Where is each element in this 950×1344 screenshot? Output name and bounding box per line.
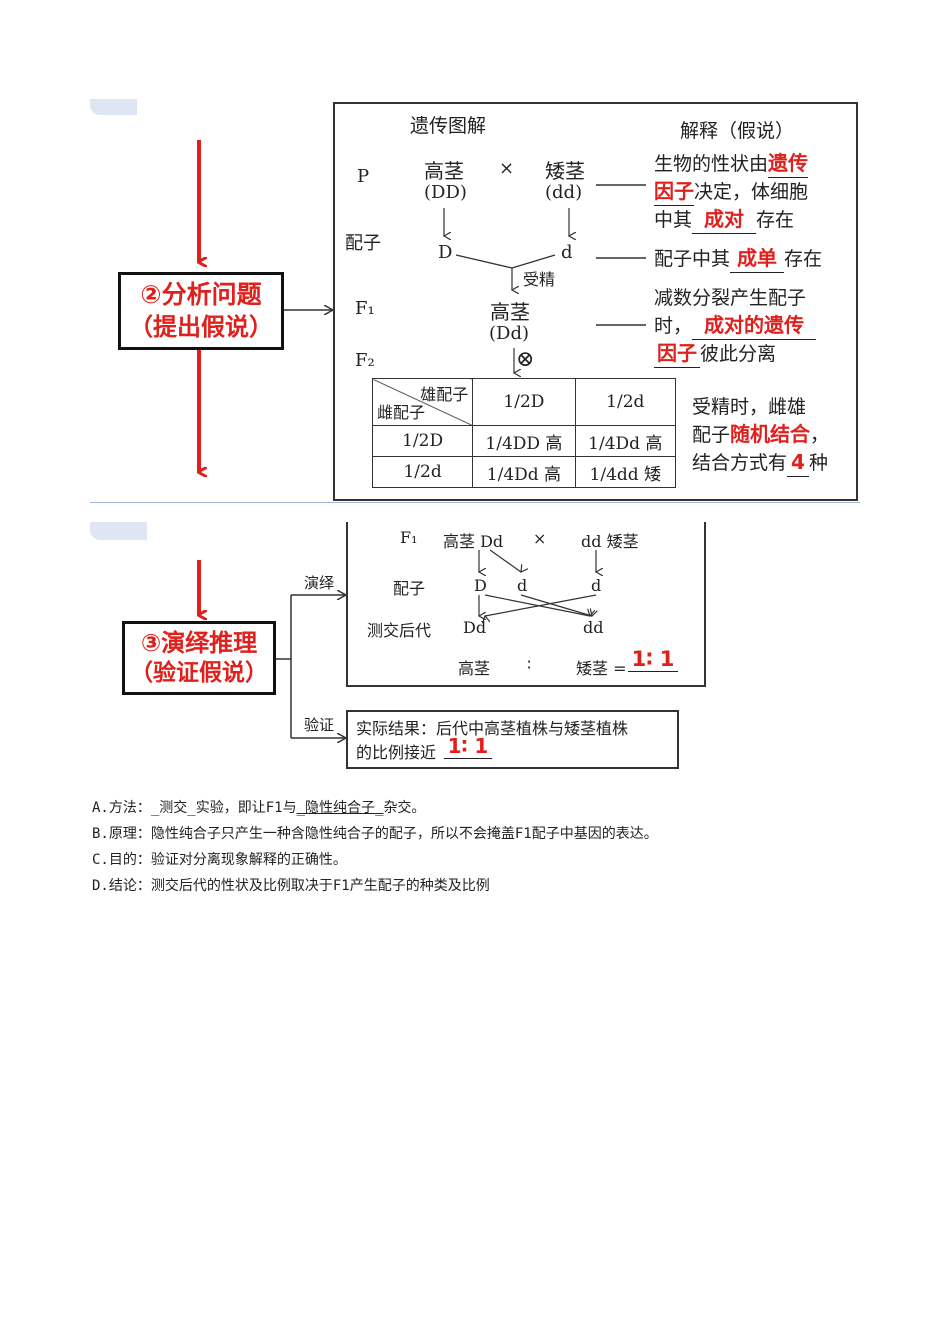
explanation-2: 配子中其成单存在 xyxy=(654,245,822,273)
row-label-f2: F₂ xyxy=(355,350,375,371)
step2-box: ②分析问题 （提出假说） xyxy=(118,272,284,350)
exp4-blank: 4 xyxy=(787,449,810,477)
punnett-corner: 雄配子 雌配子 xyxy=(371,378,474,426)
step3-subtitle: （验证假说） xyxy=(130,660,268,686)
header-male-gamete: 雄配子 xyxy=(420,385,469,404)
table-cell: 1/4Dd 高 xyxy=(472,456,576,488)
flow-arrows-step2 xyxy=(197,140,950,500)
exp3-text: 时， xyxy=(654,315,693,337)
ratio-value: 1∶ 1 xyxy=(628,647,678,672)
exp1-blank: 因子 xyxy=(654,178,694,206)
verification-panel xyxy=(346,710,679,769)
table-cell: 1/4Dd 高 xyxy=(574,425,677,457)
self-cross-icon: ⊗ xyxy=(516,347,535,372)
exp4-text: ， xyxy=(810,424,830,446)
note-a-underlined: _隐性纯合子_ xyxy=(296,800,384,816)
section-divider xyxy=(90,502,860,503)
explanation-3: 减数分裂产生配子 时，成对的遗传 因子彼此分离 xyxy=(654,285,817,368)
punnett-square: 雄配子 雌配子 1/2D 1/2d 1/2D 1/4DD 高 1/4Dd 高 1… xyxy=(371,378,677,488)
exp3-text: 彼此分离 xyxy=(700,343,777,365)
table-row: 1/2d 1/4Dd 高 1/4dd 矮 xyxy=(371,456,677,488)
note-a-prefix: A.方法：_测交_实验，即让F1与 xyxy=(92,800,297,816)
step2-title: ②分析问题 xyxy=(140,280,262,309)
step3-box: ③演绎推理 （验证假说） xyxy=(122,621,276,695)
cross-symbol: × xyxy=(499,158,515,179)
exp2-blank: 成单 xyxy=(730,245,785,273)
f1-genotype: (Dd) xyxy=(489,323,529,344)
note-a-suffix: 杂交。 xyxy=(383,800,426,816)
header-female-gamete: 雌配子 xyxy=(377,403,426,422)
verify-line-2: 的比例接近 xyxy=(356,743,437,762)
table-cell: 1/4DD 高 xyxy=(472,425,576,457)
testcross-gamete-d2: d xyxy=(591,576,602,595)
table-cell: 1/4dd 矮 xyxy=(574,456,677,488)
parent-dwarf-genotype: (dd) xyxy=(545,182,583,203)
exp3-text: 减数分裂产生配子 xyxy=(654,287,807,309)
f1-tall: 高茎 xyxy=(490,300,530,324)
exp1-text: 中其 xyxy=(654,209,693,231)
section-tab-decoration xyxy=(90,99,137,115)
testcross-gamete-D: D xyxy=(474,576,487,595)
branch-deduce-label: 演绎 xyxy=(304,574,335,592)
testcross-f1-right: dd 矮茎 xyxy=(581,532,639,551)
parent-tall: 高茎 xyxy=(424,159,464,183)
header-genetic-diagram: 遗传图解 xyxy=(410,115,487,137)
deduction-panel xyxy=(346,522,706,687)
ratio-dwarf: 矮茎 = xyxy=(576,659,627,678)
verify-value: 1∶ 1 xyxy=(444,734,492,759)
parent-tall-genotype: (DD) xyxy=(424,182,467,203)
testcross-offspring-Dd: Dd xyxy=(463,618,487,637)
flow-arrows-step3 xyxy=(197,549,950,790)
exp4-text: 结合方式有 xyxy=(692,452,788,474)
testcross-f1-label: F₁ xyxy=(400,528,418,547)
testcross-offspring-dd: dd xyxy=(583,618,604,637)
gamete-D: D xyxy=(438,242,453,263)
row-header: 1/2d xyxy=(371,456,474,488)
branch-verify-label: 验证 xyxy=(304,716,335,734)
testcross-offspring-label: 测交后代 xyxy=(367,621,432,640)
exp1-text: 生物的性状由 xyxy=(654,153,769,175)
testcross-cross: × xyxy=(533,529,547,548)
testcross-f1-left: 高茎 Dd xyxy=(443,532,504,551)
exp3-blank: 成对的遗传 xyxy=(692,312,817,340)
verify-line-1: 实际结果：后代中高茎植株与矮茎植株 xyxy=(356,719,629,738)
gamete-d: d xyxy=(561,242,573,263)
table-row: 1/2D 1/4DD 高 1/4Dd 高 xyxy=(371,425,677,457)
exp1-text: 决定，体细胞 xyxy=(694,181,809,203)
note-c: C.目的：验证对分离现象解释的正确性。 xyxy=(92,852,347,868)
ratio-colon: ∶ xyxy=(527,655,532,674)
step2-subtitle: （提出假说） xyxy=(129,313,273,341)
col-header: 1/2d xyxy=(574,378,677,426)
testcross-gamete-label: 配子 xyxy=(393,579,426,598)
ratio-tall: 高茎 xyxy=(458,659,491,678)
exp4-text: 受精时，雌雄 xyxy=(692,396,807,418)
parent-dwarf: 矮茎 xyxy=(545,159,585,183)
col-header: 1/2D xyxy=(472,378,576,426)
note-d: D.结论：测交后代的性状及比例取决于F1产生配子的种类及比例 xyxy=(92,878,490,894)
testcross-gamete-d1: d xyxy=(517,576,528,595)
row-header: 1/2D xyxy=(371,425,474,457)
exp1-blank: 成对 xyxy=(692,206,757,234)
fertilization-label: 受精 xyxy=(523,270,556,289)
step3-title: ③演绎推理 xyxy=(140,629,258,657)
exp4-text: 配子 xyxy=(692,424,731,446)
row-label-gamete: 配子 xyxy=(345,233,381,254)
exp4-blank: 随机结合 xyxy=(730,422,811,446)
genetic-diagram-lines xyxy=(0,184,646,500)
header-explanation: 解释（假说） xyxy=(680,120,795,142)
note-a: A.方法：_测交_实验，即让F1与_隐性纯合子_杂交。 xyxy=(92,795,658,821)
note-b: B.原理：隐性纯合子只产生一种含隐性纯合子的配子，所以不会掩盖F1配子中基因的表… xyxy=(92,826,658,842)
exp3-blank: 因子 xyxy=(654,340,700,368)
notes-list: A.方法：_测交_实验，即让F1与_隐性纯合子_杂交。 B.原理：隐性纯合子只产… xyxy=(92,795,658,899)
exp2-text: 存在 xyxy=(784,248,823,270)
exp1-text: 存在 xyxy=(756,209,795,231)
row-label-p: P xyxy=(357,166,370,187)
section-tab-decoration xyxy=(90,522,147,540)
exp4-text: 种 xyxy=(809,452,829,474)
row-label-f1: F₁ xyxy=(355,298,375,319)
explanation-1: 生物的性状由遗传 因子决定，体细胞 中其成对存在 xyxy=(654,150,809,234)
exp1-blank: 遗传 xyxy=(768,150,809,178)
exp2-text: 配子中其 xyxy=(654,248,731,270)
